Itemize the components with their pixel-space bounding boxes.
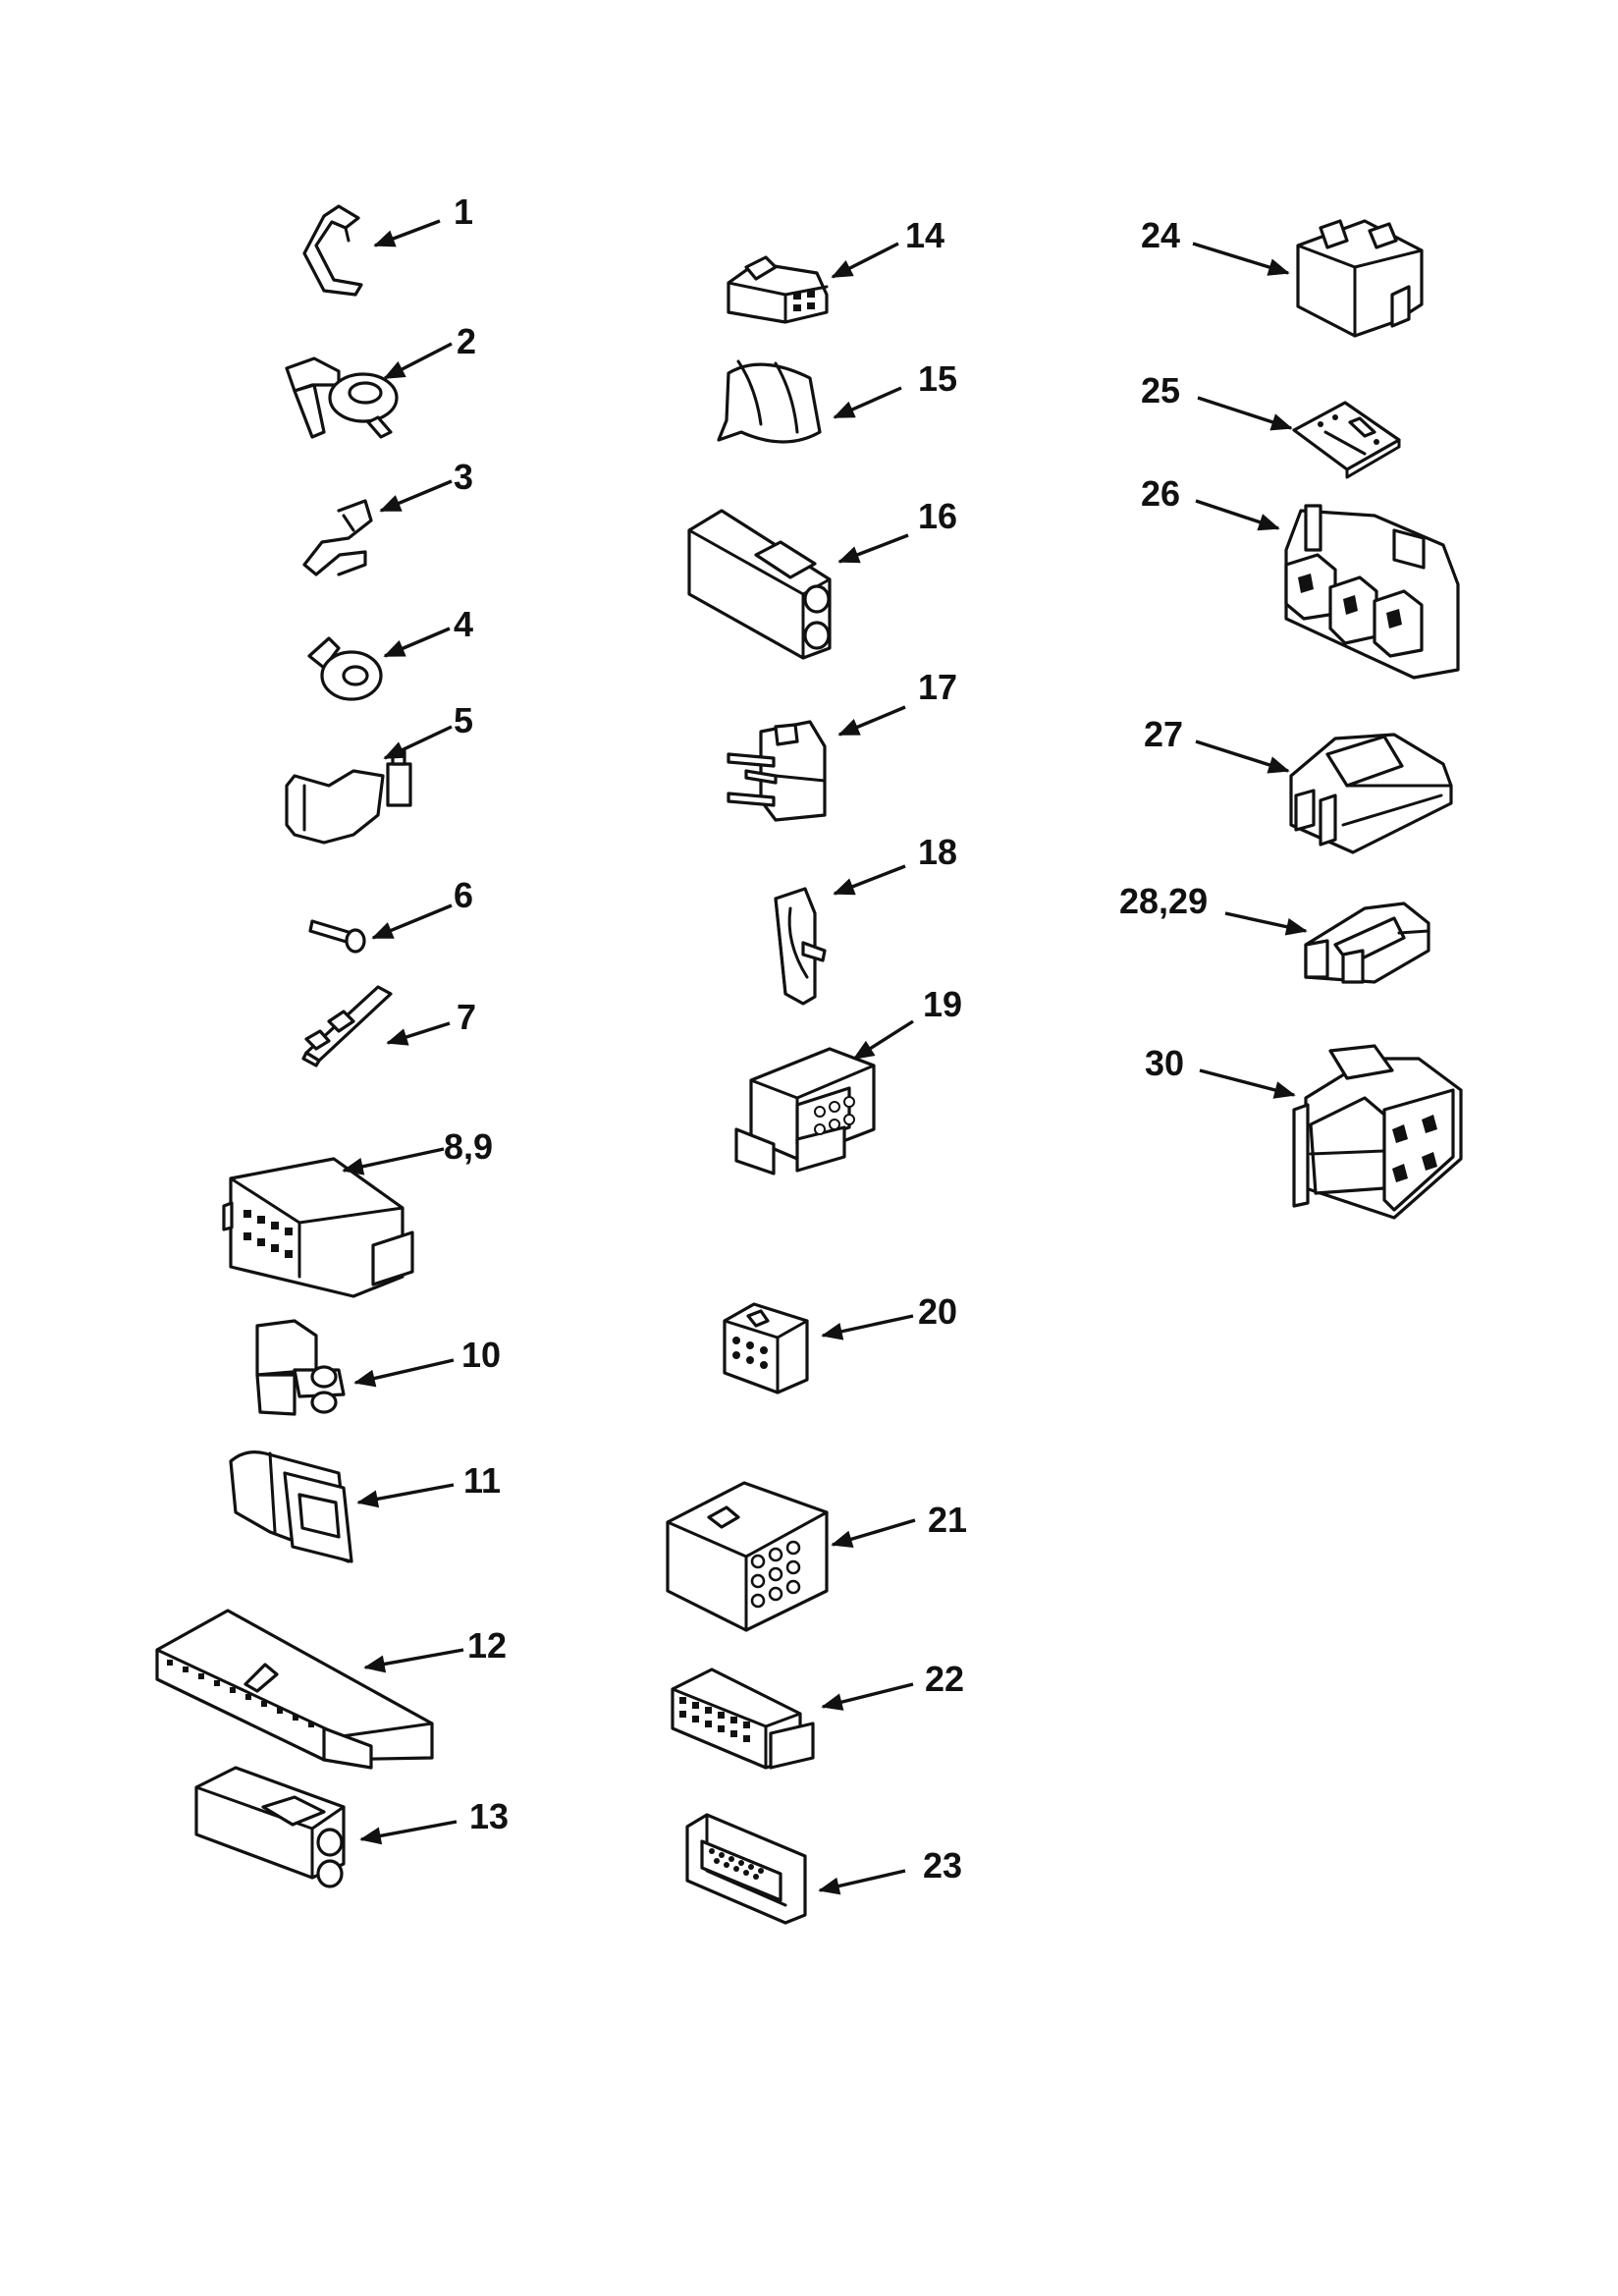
svg-text:6: 6 — [454, 875, 473, 915]
svg-text:23: 23 — [923, 1845, 962, 1886]
part-27-connector — [1289, 733, 1453, 854]
callout-19: 19 — [852, 984, 962, 1061]
part-12-terminal-strip — [155, 1609, 434, 1770]
callout-15: 15 — [833, 358, 957, 419]
callout-6: 6 — [371, 875, 473, 940]
callout-27: 27 — [1144, 714, 1290, 774]
part-20-connector — [723, 1302, 809, 1394]
callout-23: 23 — [818, 1845, 962, 1895]
svg-text:15: 15 — [918, 358, 957, 399]
callout-7: 7 — [386, 997, 476, 1046]
svg-text:7: 7 — [457, 997, 476, 1037]
callout-30: 30 — [1145, 1043, 1296, 1099]
part-24-connector — [1296, 219, 1424, 338]
svg-text:8,9: 8,9 — [444, 1126, 493, 1167]
callout-14: 14 — [831, 215, 944, 279]
svg-text:30: 30 — [1145, 1043, 1184, 1083]
svg-text:25: 25 — [1141, 370, 1180, 410]
part-19-connector — [734, 1047, 876, 1175]
callout-11: 11 — [356, 1460, 501, 1508]
svg-text:22: 22 — [925, 1659, 964, 1699]
svg-text:17: 17 — [918, 667, 957, 707]
callout-5: 5 — [383, 700, 473, 760]
callout-17: 17 — [837, 667, 957, 737]
callout-2: 2 — [383, 321, 476, 380]
svg-text:27: 27 — [1144, 714, 1183, 754]
svg-text:1: 1 — [454, 191, 473, 232]
callout-4: 4 — [383, 604, 473, 658]
callout-16: 16 — [837, 496, 957, 564]
callout-10: 10 — [353, 1335, 501, 1388]
part-6-screw — [308, 919, 366, 954]
svg-text:20: 20 — [918, 1291, 957, 1332]
part-30-relay-socket — [1292, 1044, 1463, 1220]
part-18-latch — [774, 887, 827, 1006]
callout-22: 22 — [821, 1659, 964, 1711]
part-11-housing — [229, 1450, 353, 1563]
part-3-spring-clip — [302, 499, 373, 576]
svg-text:24: 24 — [1141, 215, 1180, 255]
part-21-connector — [666, 1481, 829, 1632]
callout-3: 3 — [379, 457, 473, 513]
part-26-relay-block — [1284, 504, 1460, 680]
callout-20: 20 — [821, 1291, 957, 1340]
svg-text:18: 18 — [918, 832, 957, 872]
part-7-bracket — [301, 985, 393, 1067]
svg-text:26: 26 — [1141, 473, 1180, 514]
part-1-wire-clip — [302, 204, 363, 297]
svg-text:4: 4 — [454, 604, 473, 644]
part-15-sleeve — [717, 359, 822, 444]
part-23-d-sub-connector — [685, 1813, 807, 1925]
part-2-wire-clamp — [285, 356, 399, 439]
part-16-housing — [687, 509, 832, 660]
part-28-29-connector — [1304, 902, 1430, 984]
callout-12: 12 — [363, 1625, 507, 1673]
part-5-clamp — [285, 749, 412, 845]
svg-text:5: 5 — [454, 700, 473, 740]
part-13-housing — [194, 1766, 346, 1888]
callout-28-29: 28,29 — [1119, 881, 1308, 936]
part-25-circuit-board — [1292, 401, 1401, 479]
svg-text:16: 16 — [918, 496, 957, 536]
callout-21: 21 — [831, 1500, 967, 1548]
svg-text:21: 21 — [928, 1500, 967, 1540]
svg-text:10: 10 — [461, 1335, 501, 1375]
svg-text:14: 14 — [905, 215, 944, 255]
svg-text:11: 11 — [463, 1460, 501, 1501]
svg-text:2: 2 — [457, 321, 476, 361]
callout-8-9: 8,9 — [342, 1126, 493, 1175]
part-10-connector — [255, 1319, 346, 1416]
callout-1: 1 — [373, 191, 473, 247]
part-8-9-connector — [222, 1157, 414, 1298]
svg-text:12: 12 — [467, 1625, 507, 1666]
callout-24: 24 — [1141, 215, 1290, 276]
part-14-connector — [727, 255, 829, 324]
callout-18: 18 — [833, 832, 957, 896]
svg-text:28,29: 28,29 — [1119, 881, 1208, 921]
svg-text:19: 19 — [923, 984, 962, 1024]
part-22-connector — [671, 1667, 815, 1770]
part-4-grommet — [307, 636, 383, 701]
part-17-plug — [727, 720, 827, 822]
callout-25: 25 — [1141, 370, 1293, 431]
callout-26: 26 — [1141, 473, 1280, 531]
svg-text:3: 3 — [454, 457, 473, 497]
callout-13: 13 — [359, 1796, 509, 1845]
svg-text:13: 13 — [469, 1796, 509, 1836]
